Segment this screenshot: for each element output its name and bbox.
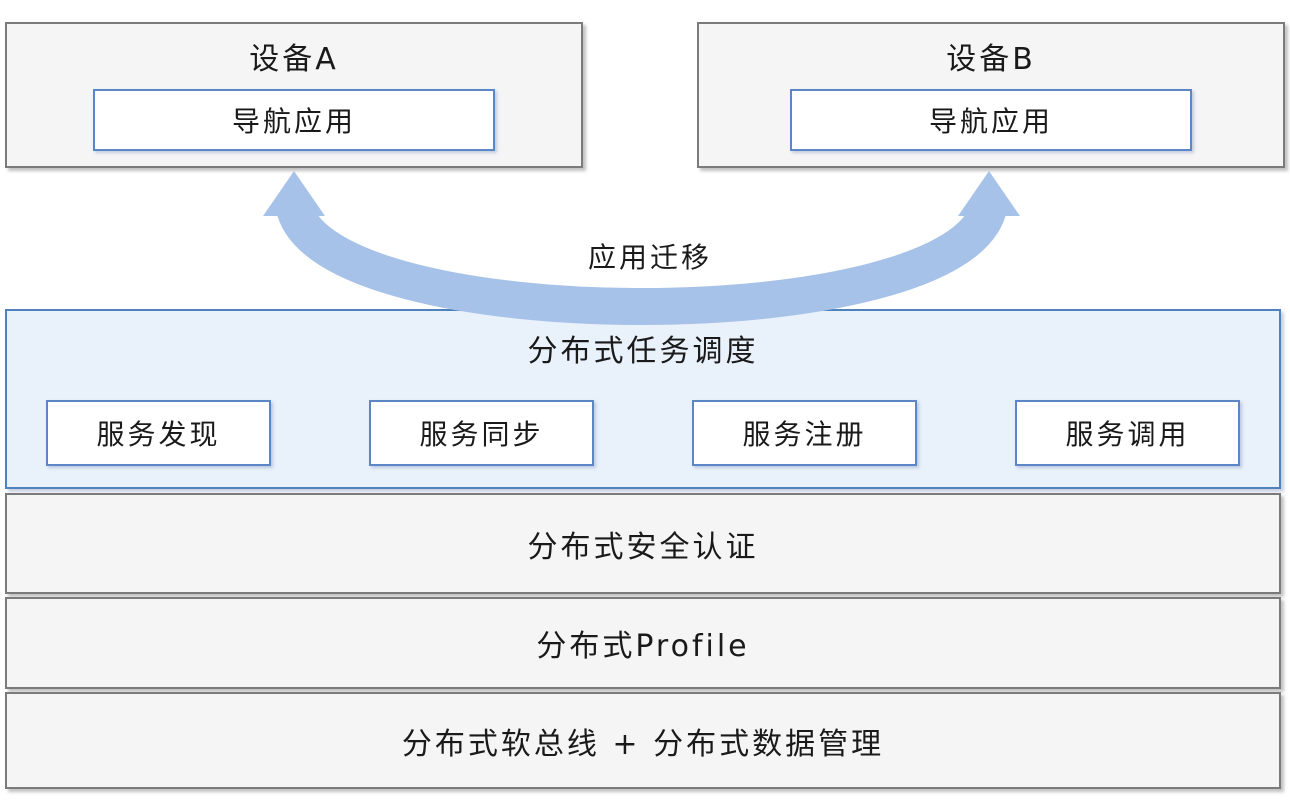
service-sync-label: 服务同步: [419, 418, 544, 451]
device-a-app-label: 导航应用: [231, 105, 356, 138]
layer-profile: 分布式Profile: [5, 597, 1281, 689]
device-b-box: 设备B 导航应用: [697, 22, 1285, 168]
service-box-register: 服务注册: [692, 400, 917, 466]
layer-softbus: 分布式软总线 + 分布式数据管理: [5, 692, 1281, 789]
migration-label: 应用迁移: [540, 236, 760, 276]
layer-profile-title: 分布式Profile: [536, 629, 750, 664]
service-discovery-label: 服务发现: [96, 418, 221, 451]
layer-security-title: 分布式安全认证: [527, 529, 759, 565]
device-b-title: 设备B: [946, 42, 1036, 77]
device-a-box: 设备A 导航应用: [5, 22, 583, 168]
device-a-app-box: 导航应用: [93, 89, 495, 151]
migration-arrow-right-head: [958, 171, 1020, 216]
device-b-app-label: 导航应用: [928, 105, 1053, 138]
device-b-app-box: 导航应用: [790, 89, 1192, 151]
layer-task-scheduling-title: 分布式任务调度: [527, 334, 759, 369]
service-box-sync: 服务同步: [369, 400, 594, 466]
service-box-invoke: 服务调用: [1015, 400, 1240, 466]
layer-task-scheduling: 分布式任务调度 服务发现 服务同步 服务注册 服务调用: [5, 309, 1281, 489]
layer-softbus-title: 分布式软总线 + 分布式数据管理: [401, 726, 885, 762]
device-a-title: 设备A: [249, 42, 339, 77]
service-register-label: 服务注册: [742, 418, 867, 451]
services-row: 服务发现 服务同步 服务注册 服务调用: [7, 400, 1279, 466]
migration-arrow-left-head: [263, 171, 325, 216]
service-box-discovery: 服务发现: [46, 400, 271, 466]
layer-security: 分布式安全认证: [5, 493, 1281, 594]
service-invoke-label: 服务调用: [1065, 418, 1190, 451]
